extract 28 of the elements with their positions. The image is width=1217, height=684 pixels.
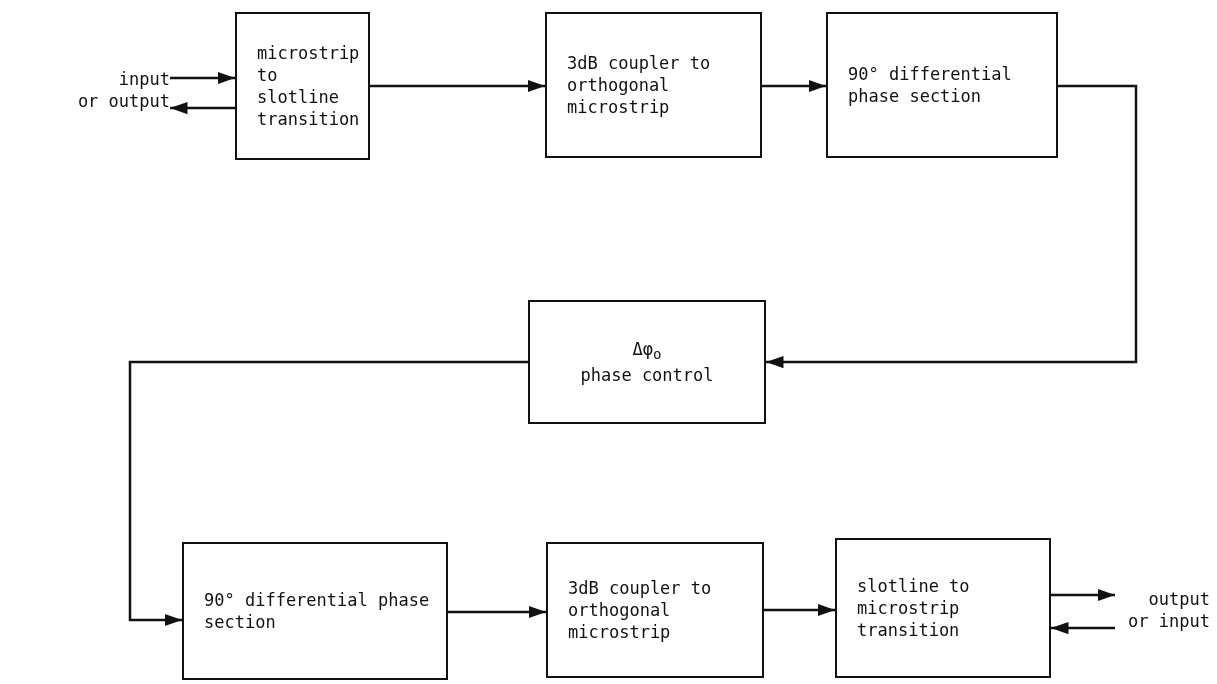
arrow <box>762 79 826 93</box>
block-label: phase control <box>580 363 714 386</box>
arrow <box>128 360 528 627</box>
port-label: or input <box>1128 610 1210 633</box>
process-box <box>235 12 370 160</box>
block-label: 90° differential phase section <box>848 62 1013 108</box>
process-box <box>835 538 1051 678</box>
arrow <box>448 605 546 619</box>
arrow <box>170 71 235 85</box>
block-label: Δφ$_{o}$ <box>632 338 662 364</box>
arrow <box>764 603 835 617</box>
arrow <box>766 84 1138 369</box>
process-box <box>182 542 448 680</box>
block-label: slotline to microstrip transition <box>857 574 971 642</box>
process-box <box>545 12 762 158</box>
port-label: input <box>118 67 170 90</box>
arrow <box>1051 621 1115 635</box>
arrow <box>1051 588 1115 602</box>
arrow <box>170 101 235 115</box>
block-label: 3dB coupler to orthogonal microstrip <box>567 51 712 119</box>
block-label: 90° differential phase section <box>204 588 431 634</box>
arrow <box>370 79 545 93</box>
port-label: output <box>1148 587 1210 610</box>
port-label: or output <box>77 90 170 113</box>
block-label: 3dB coupler to orthogonal microstrip <box>568 576 713 644</box>
process-box <box>528 300 766 424</box>
process-box <box>546 542 764 678</box>
process-box <box>826 12 1058 158</box>
